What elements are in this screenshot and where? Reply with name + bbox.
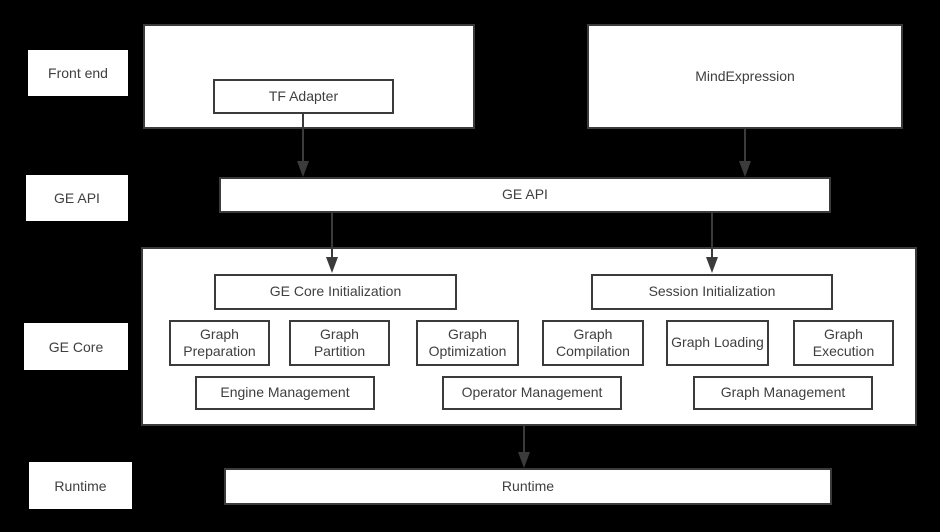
graph-preparation-box: Graph Preparation [169,320,270,366]
arrow-ge-api-to-ge-core-init-icon [326,213,338,273]
row-label-front-end: Front end [28,50,128,96]
mindexpression-box: MindExpression [587,24,903,129]
graph-execution-box: Graph Execution [793,320,894,366]
engine-management-box: Engine Management [195,376,375,410]
row-label-ge-api: GE API [26,175,128,221]
operator-management-box: Operator Management [442,376,622,410]
arrow-stem [331,213,333,259]
graph-loading-box: Graph Loading [666,320,769,366]
row-label-runtime: Runtime [29,462,132,509]
ge-api-bar: GE API [219,177,831,213]
arrow-ge-core-to-runtime-icon [518,426,530,468]
arrow-stem [711,213,713,259]
arrow-tf-adapter-to-ge-api-icon [297,114,309,177]
row-label-ge-core: GE Core [24,323,128,370]
graph-compilation-box: Graph Compilation [542,320,644,366]
arrow-head-icon [706,257,718,273]
arrow-head-icon [739,161,751,177]
runtime-bar: Runtime [224,468,832,505]
arrow-mindexpression-to-ge-api-icon [739,129,751,177]
arrow-stem [302,114,304,163]
arrow-stem [744,129,746,163]
arrow-head-icon [297,161,309,177]
tf-adapter-box: TF Adapter [213,79,394,114]
graph-partition-box: Graph Partition [289,320,390,366]
arrow-stem [523,426,525,454]
session-initialization-box: Session Initialization [591,274,833,310]
ge-core-initialization-box: GE Core Initialization [214,274,457,310]
arrow-ge-api-to-session-init-icon [706,213,718,273]
graph-management-box: Graph Management [693,376,873,410]
ge-core-container: GE Core Initialization Session Initializ… [141,247,917,426]
graph-optimization-box: Graph Optimization [416,320,519,366]
arrow-head-icon [326,257,338,273]
arrow-head-icon [518,452,530,468]
tensorflow-box: Tensorflow TF Adapter [143,24,475,129]
